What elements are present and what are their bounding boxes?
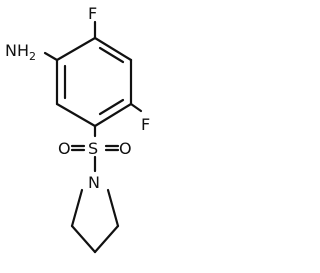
fluorine-top-label: F (88, 4, 97, 23)
oxygen-left-label: O (58, 139, 71, 158)
chemical-structure: F NH2 F S O O N (5, 4, 150, 254)
ring-bond-4 (93, 102, 133, 128)
amine-label-subscript: 2 (29, 50, 36, 63)
ring-double-bond-inner-2 (98, 98, 125, 116)
ring-bond-1 (55, 36, 97, 62)
ring-bond-5 (55, 102, 97, 128)
fluorine-right-label: F (141, 115, 150, 134)
pyrrolidine-bond-1 (70, 188, 84, 228)
amine-label: NH2 (5, 41, 36, 63)
bond-c-nh2 (43, 51, 59, 62)
pyrrolidine-bond-4 (106, 188, 120, 228)
ring-double-bond-inner-1 (98, 46, 125, 64)
ring-bond-2 (93, 36, 133, 62)
pyrrolidine-nitrogen-label: N (88, 173, 100, 192)
bond-c-f-right (129, 102, 143, 113)
sulfur-label: S (88, 139, 98, 158)
pyrrolidine-bond-2 (70, 224, 97, 254)
oxygen-right-label: O (119, 139, 132, 158)
pyrrolidine-bond-3 (93, 224, 120, 254)
benzene-ring (55, 36, 133, 128)
pyrrolidine-ring (70, 188, 120, 254)
amine-label-main: NH (5, 41, 29, 60)
